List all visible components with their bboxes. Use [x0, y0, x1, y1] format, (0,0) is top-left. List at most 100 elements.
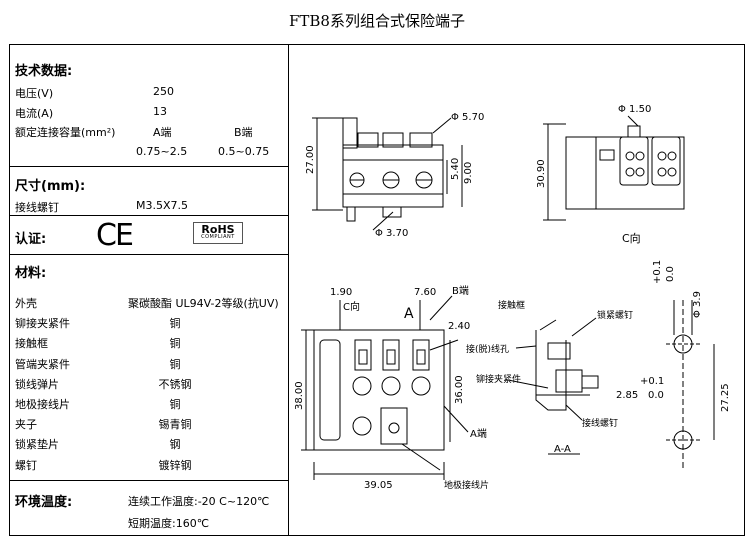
dim-5-40: 5.40	[450, 158, 461, 180]
material-name: 铆接夹紧件	[15, 317, 70, 331]
material-value: 聚碳酸酯 UL94V-2等级(抗UV)	[128, 297, 279, 310]
screw-label: 接线螺钉	[15, 201, 59, 214]
material-value: 镀锌钢	[158, 458, 192, 472]
side-view-body	[565, 136, 597, 210]
dim-30-90: 30.90	[536, 159, 547, 188]
c-direction-label: C向	[343, 300, 360, 313]
working-temperature: 连续工作温度:-20 C~120℃	[128, 495, 270, 508]
dim-dia-1-50: Φ 1.50	[618, 104, 651, 115]
capacity-col-b: B端	[234, 126, 253, 139]
divider-line	[9, 215, 289, 216]
voltage-value: 250	[153, 85, 174, 98]
screw-value: M3.5X7.5	[136, 199, 189, 212]
column-divider	[288, 44, 289, 536]
dimensions-heading: 尺寸(mm):	[15, 179, 86, 194]
top-view-socket	[382, 339, 400, 371]
material-value: 铜	[169, 398, 181, 411]
material-name: 接触框	[15, 337, 48, 351]
dim-1-90: 1.90	[330, 287, 352, 298]
current-value: 13	[153, 105, 167, 118]
dim-dia-3-70: Φ 3.70	[375, 228, 408, 239]
material-value: 铜	[169, 357, 181, 371]
top-view-body	[313, 329, 445, 451]
material-name: 螺钉	[15, 458, 37, 472]
certification-heading: 认证:	[15, 232, 47, 247]
voltage-label: 电压(V)	[15, 87, 54, 100]
c-view-label: C向	[622, 231, 641, 245]
material-name: 地极接线片	[15, 398, 70, 411]
material-value: 铜	[169, 337, 181, 351]
capacity-range-b: 0.5~0.75	[218, 145, 270, 158]
dim-2-85: 2.85	[616, 390, 638, 401]
rohs-logo-subtext: COMPLIANT	[201, 234, 235, 240]
ground-tab-outline	[380, 407, 408, 445]
material-name: 锁紧垫片	[15, 438, 59, 452]
front-view	[312, 117, 463, 231]
material-name: 外壳	[15, 297, 37, 310]
environment-heading: 环境温度:	[15, 495, 73, 510]
wire-screw-label: 接线螺钉	[582, 417, 618, 429]
contact-frame-label: 接触框	[498, 299, 525, 311]
capacity-col-a: A端	[153, 126, 172, 139]
dim-27-25: 27.25	[720, 383, 731, 412]
material-value: 不锈钢	[158, 377, 192, 391]
section-label: A-A	[554, 444, 571, 455]
section-screw	[555, 369, 583, 393]
dim-39-05: 39.05	[364, 480, 393, 491]
section-clamp	[547, 342, 571, 360]
material-value: 锡青铜	[158, 418, 192, 432]
short-term-temperature: 短期温度:160℃	[128, 517, 210, 530]
material-value: 钢	[169, 438, 181, 452]
plug-hole-label: 接(脱)线孔	[466, 343, 509, 355]
a-end-label: A端	[470, 427, 487, 440]
side-view-block	[651, 136, 681, 186]
top-view	[301, 295, 469, 480]
side-view-body	[595, 136, 685, 210]
dim-2-40: 2.40	[448, 321, 470, 332]
tolerance-upper-2: +0.1	[640, 376, 664, 387]
ground-tab-label: 地极接线片	[444, 479, 489, 491]
capacity-range-a: 0.75~2.5	[136, 145, 188, 158]
materials-heading: 材料:	[15, 266, 47, 281]
dim-27-00: 27.00	[305, 145, 316, 174]
dim-7-60: 7.60	[414, 287, 436, 298]
dim-9-00: 9.00	[463, 162, 474, 184]
rohs-logo-text: RoHS	[201, 223, 235, 236]
page-title: FTB8系列组合式保险端子	[289, 12, 465, 30]
rivet-clamp-label: 铆接夹紧件	[476, 373, 521, 385]
front-view-ridge	[357, 132, 379, 148]
section-mark-a: A	[404, 306, 414, 322]
capacity-label: 额定连接容量(mm²)	[15, 126, 116, 139]
material-name: 夹子	[15, 418, 37, 432]
ce-mark: CE	[96, 218, 134, 253]
b-end-label: B端	[452, 284, 469, 297]
front-view-ridge	[409, 132, 433, 148]
front-view-tab	[342, 117, 358, 149]
divider-line	[9, 166, 289, 167]
dim-dia-5-70: Φ 5.70	[451, 112, 484, 123]
side-view	[543, 115, 685, 221]
current-label: 电流(A)	[15, 107, 54, 120]
tolerance-upper: +0.1	[652, 260, 663, 284]
rohs-logo: RoHS COMPLIANT	[193, 222, 243, 244]
top-view-side-rail	[319, 339, 341, 441]
hole-pattern-view	[666, 300, 715, 470]
dim-38-00: 38.00	[294, 381, 305, 410]
material-name: 管端夹紧件	[15, 357, 70, 371]
tolerance-lower: 0.0	[665, 266, 676, 282]
divider-line	[9, 480, 289, 481]
top-view-socket	[412, 339, 430, 371]
section-view	[507, 317, 599, 455]
specs-heading: 技术数据:	[15, 64, 73, 79]
spec-sheet-frame	[9, 44, 745, 536]
front-view-clip	[346, 206, 356, 222]
side-view-block	[619, 136, 649, 186]
material-value: 铜	[169, 317, 181, 331]
material-name: 锁线弹片	[15, 377, 59, 391]
dim-dia-3-9: Φ 3.9	[692, 291, 703, 318]
front-view-body	[342, 144, 444, 208]
front-view-ridge	[382, 132, 404, 148]
tolerance-lower-2: 0.0	[648, 390, 664, 401]
locking-screw-label: 锁紧螺钉	[597, 309, 633, 321]
